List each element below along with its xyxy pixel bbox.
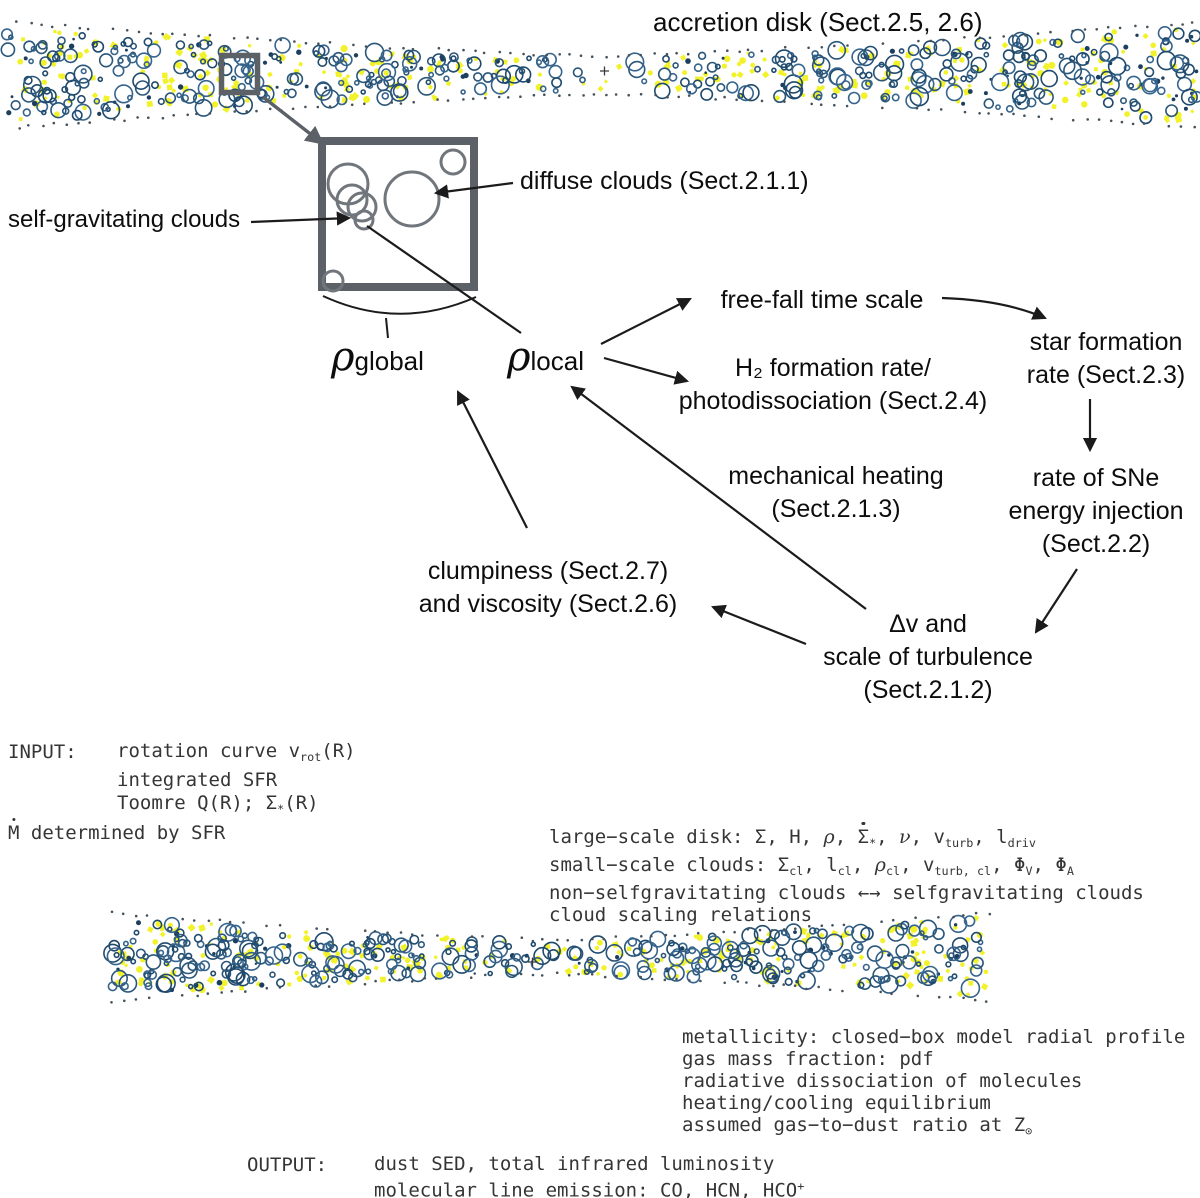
arrow-rholocal-to-freefall <box>600 298 692 345</box>
inset-zoom-box <box>318 137 478 339</box>
arrow-clumpiness-to-rhoglobal <box>457 390 528 529</box>
rho-glyph: ρ <box>331 334 355 380</box>
mdot-note: M determined by SFR <box>8 822 226 844</box>
rho-glyph: ρ <box>507 334 531 380</box>
rho-global-bracket-arc <box>322 295 477 315</box>
zoom-connector-arrow <box>261 95 325 145</box>
self-gravitating-cloud-circle <box>346 191 378 223</box>
flow-arrows <box>250 181 1098 646</box>
arrow-turbulence-to-clumpiness <box>711 604 807 646</box>
arrow-diffuse-label-pointer <box>433 181 514 199</box>
plus-marks <box>528 66 609 967</box>
rho-global-subscript: global <box>354 346 424 376</box>
arrow-sne-to-turbulence <box>1034 568 1078 634</box>
scales-block: large−scale disk: Σ, H, ρ, Σ*, ν, vturb,… <box>549 826 1144 926</box>
arrow-freefall-to-sfr <box>941 296 1047 320</box>
diffuse-cloud-circle <box>383 170 441 228</box>
arrow-turbulence-to-rholocal <box>570 385 867 610</box>
diffuse-clouds-label: diffuse clouds (Sect.2.1.1) <box>520 167 809 195</box>
plus-mark-icon <box>528 957 537 967</box>
metallicity-block: metallicity: closed−box model radial pro… <box>682 1026 1186 1138</box>
line-cloud-to-rholocal <box>366 225 522 334</box>
self-gravitating-cloud-circle <box>353 209 375 231</box>
output-block-label: OUTPUT: <box>247 1154 328 1176</box>
rho-local-label: ρlocal <box>507 337 584 385</box>
output-disk-illustration <box>103 910 992 1004</box>
input-block-label: INPUT: <box>8 741 77 763</box>
rho-local-subscript: local <box>530 346 584 376</box>
node-free-fall-time-scale: free-fall time scale <box>720 286 924 314</box>
arrow-rholocal-to-h2 <box>603 356 690 385</box>
node-clumpiness-viscosity: clumpiness (Sect.2.7)and viscosity (Sect… <box>418 557 678 618</box>
node-h2-formation: H₂ formation rate/photodissociation (Sec… <box>678 354 988 415</box>
arrow-selfgrav-label-pointer <box>250 211 352 226</box>
accretion-disk-label: accretion disk (Sect.2.5, 2.6) <box>653 7 983 37</box>
accretion-disk-illustration <box>0 20 1200 130</box>
plus-mark-icon <box>600 66 609 76</box>
disk-zoom-marker-square <box>218 52 261 96</box>
diffuse-cloud-circle <box>439 148 467 176</box>
rho-global-label: ρglobal <box>331 337 424 385</box>
inset-clouds <box>321 148 467 293</box>
rho-global-bracket-stem <box>385 317 389 339</box>
self-gravitating-clouds-label: self-gravitating clouds <box>8 206 241 233</box>
diffuse-cloud-circle <box>321 269 345 293</box>
node-mechanical-heating: mechanical heating(Sect.2.1.3) <box>728 462 944 523</box>
